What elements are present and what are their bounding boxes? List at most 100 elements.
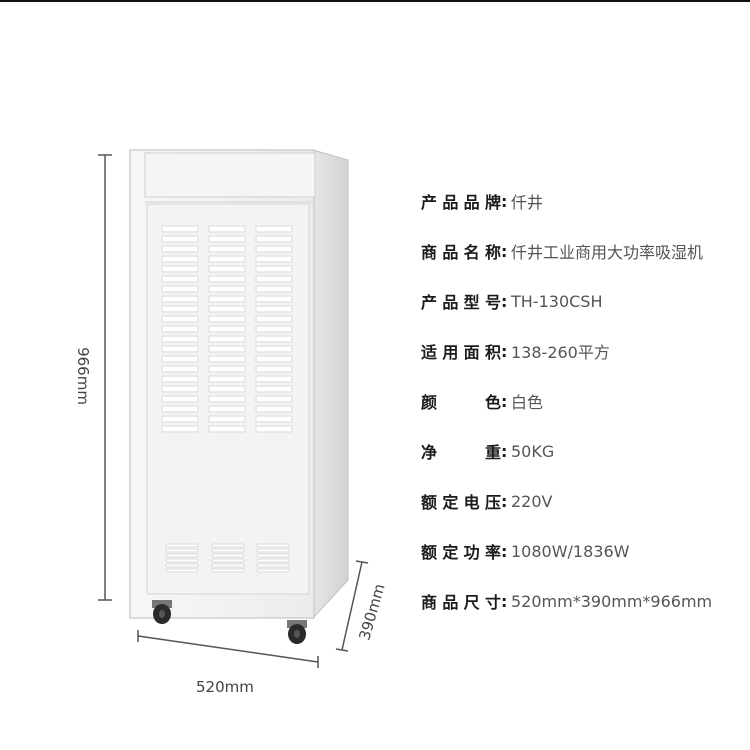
vent-slat	[161, 235, 199, 243]
vent-slat	[255, 345, 293, 353]
vent-slat	[255, 255, 293, 263]
spec-label: 适用面积	[421, 343, 501, 362]
spec-label: 产品品牌	[421, 193, 501, 212]
spec-value: 仟井	[511, 193, 544, 212]
spec-label: 额定功率	[421, 543, 501, 562]
vent-slat	[161, 315, 199, 323]
vent-slat	[255, 385, 293, 393]
vent-slat	[208, 345, 246, 353]
vent-slat	[161, 325, 199, 333]
vent-slat	[161, 295, 199, 303]
vent-slat	[256, 553, 290, 558]
vent-slat	[255, 335, 293, 343]
vent-slat	[165, 543, 199, 548]
spec-label: 净重	[421, 443, 501, 462]
vent-slat	[161, 275, 199, 283]
vent-slat	[161, 265, 199, 273]
spec-label: 颜色	[421, 393, 501, 412]
vent-slat	[208, 315, 246, 323]
lower-vent-grille	[165, 543, 290, 573]
vent-slat	[255, 275, 293, 283]
vent-slat	[255, 285, 293, 293]
spec-list: 产品品牌:仟井 商品名称:仟井工业商用大功率吸湿机 产品型号:TH-130CSH…	[421, 176, 741, 626]
vent-slat	[211, 548, 245, 553]
spec-row-power: 额定功率:1080W/1836W	[421, 526, 741, 576]
vent-slat	[208, 355, 246, 363]
vent-slat	[256, 548, 290, 553]
cabinet-side	[312, 149, 349, 620]
spec-value: 220V	[511, 491, 553, 511]
spec-label: 商品尺寸	[421, 593, 501, 612]
vent-slat	[161, 305, 199, 313]
vent-slat	[165, 548, 199, 553]
vent-slat	[211, 553, 245, 558]
vent-slat	[208, 225, 246, 233]
vent-slat	[208, 365, 246, 373]
top-panel	[144, 152, 316, 198]
vent-slat	[211, 563, 245, 568]
spec-row-voltage: 额定电压:220V	[421, 476, 741, 526]
spec-value: 520mm*390mm*966mm	[511, 591, 713, 611]
spec-value: 1080W/1836W	[511, 541, 630, 561]
spec-value: TH-130CSH	[511, 291, 603, 311]
vent-slat	[165, 563, 199, 568]
spec-row-weight: 净重:50KG	[421, 426, 741, 476]
spec-row-area: 适用面积:138-260平方	[421, 326, 741, 376]
vent-slat	[161, 425, 199, 433]
vent-slat	[208, 265, 246, 273]
vent-slat	[255, 425, 293, 433]
vent-slat	[208, 375, 246, 383]
vent-slat	[161, 355, 199, 363]
vent-slat	[208, 405, 246, 413]
wheel-left	[152, 600, 172, 624]
upper-vent-grille	[161, 225, 293, 433]
vent-slat	[255, 295, 293, 303]
vent-slat	[256, 558, 290, 563]
spec-value: 138-260平方	[511, 343, 610, 362]
vent-slat	[161, 345, 199, 353]
vent-slat	[208, 425, 246, 433]
vent-slat	[208, 395, 246, 403]
vent-slat	[255, 405, 293, 413]
depth-dimension-line	[335, 560, 369, 652]
vent-slat	[208, 235, 246, 243]
vent-slat	[208, 325, 246, 333]
height-dimension-line	[98, 154, 112, 601]
vent-slat	[208, 415, 246, 423]
vent-slat	[161, 405, 199, 413]
vent-slat	[161, 395, 199, 403]
vent-slat	[211, 543, 245, 548]
vent-slat	[255, 375, 293, 383]
vent-slat	[208, 335, 246, 343]
spec-value: 50KG	[511, 441, 555, 461]
vent-slat	[161, 225, 199, 233]
vent-slat	[255, 355, 293, 363]
vent-slat	[255, 325, 293, 333]
vent-slat	[208, 305, 246, 313]
vent-slat	[255, 245, 293, 253]
spec-label: 商品名称	[421, 243, 501, 262]
vent-slat	[208, 275, 246, 283]
vent-slat	[161, 285, 199, 293]
spec-row-model: 产品型号:TH-130CSH	[421, 276, 741, 326]
vent-slat	[161, 415, 199, 423]
vent-slat	[256, 568, 290, 573]
vent-slat	[256, 563, 290, 568]
vent-slat	[255, 315, 293, 323]
width-label: 520mm	[196, 678, 254, 696]
vent-slat	[255, 235, 293, 243]
vent-slat	[161, 375, 199, 383]
vent-slat	[255, 365, 293, 373]
vent-slat	[255, 225, 293, 233]
vent-slat	[208, 295, 246, 303]
spec-label: 产品型号	[421, 293, 501, 312]
vent-slat	[208, 245, 246, 253]
spec-row-brand: 产品品牌:仟井	[421, 176, 741, 226]
vent-slat	[161, 255, 199, 263]
spec-value: 仟井工业商用大功率吸湿机	[511, 243, 704, 262]
vent-slat	[255, 305, 293, 313]
spec-value: 白色	[511, 393, 544, 412]
vent-slat	[165, 553, 199, 558]
wheel-right	[287, 620, 307, 644]
